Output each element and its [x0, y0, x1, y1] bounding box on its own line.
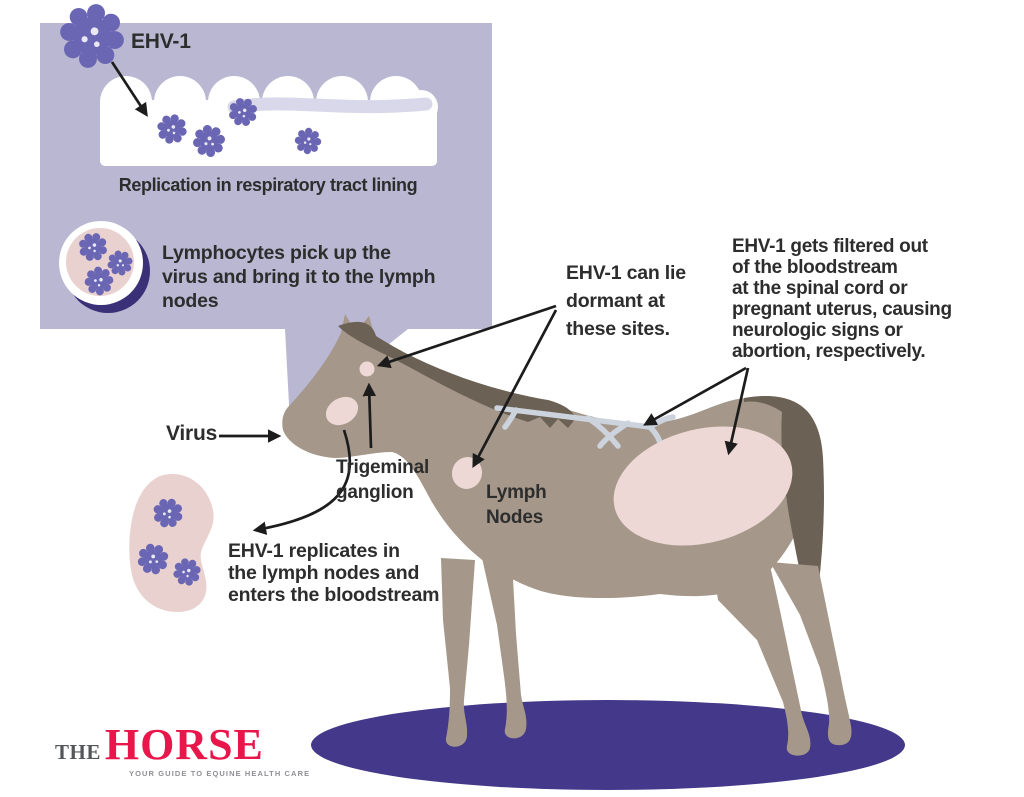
arrow-filtered-to-spine — [643, 366, 747, 426]
horse-foreleg-far — [482, 558, 527, 739]
logo-the: THE — [55, 740, 101, 764]
ground-shadow — [311, 700, 905, 790]
muzzle-infection-spot — [325, 396, 359, 426]
replicates-caption: EHV-1 replicates in the lymph nodes and … — [228, 540, 440, 606]
trigeminal-ganglion-spot — [359, 361, 375, 377]
arrow-trigeminal-label — [362, 382, 377, 449]
lymphocytes-caption: Lymphocytes pick up the virus and bring … — [162, 242, 436, 312]
replication-caption: Replication in respiratory tract lining — [118, 175, 418, 195]
the-horse-logo: THE HORSE — [55, 723, 264, 767]
ehv1-label: EHV-1 — [131, 30, 191, 53]
lymphocyte-icon — [59, 221, 150, 313]
arrow-ehv1-to-lining — [110, 61, 148, 117]
horse-foreleg-near — [441, 558, 475, 747]
virus-label: Virus — [166, 422, 218, 445]
arrow-dormant-to-ganglion — [376, 304, 557, 369]
mucus-streak — [227, 97, 433, 114]
uterus-spot — [613, 426, 793, 546]
dormant-caption: EHV-1 can lie dormant at these sites. — [566, 262, 686, 340]
arrow-muzzle-to-blob — [252, 429, 352, 535]
arrows — [110, 61, 750, 535]
arrow-filtered-to-uterus — [724, 367, 750, 456]
trigeminal-label: Trigeminal ganglion — [336, 457, 430, 503]
lymph-nodes-label: Lymph Nodes — [486, 482, 547, 528]
horse-hindleg-near — [712, 558, 811, 756]
logo-horse: HORSE — [104, 720, 264, 769]
horse-illustration — [282, 314, 852, 756]
respiratory-lining-band — [100, 76, 438, 166]
horse-mane — [338, 321, 576, 428]
filtered-caption: EHV-1 gets filtered out of the bloodstre… — [732, 236, 952, 362]
arrow-dormant-to-node — [472, 309, 558, 468]
horse-hindleg-far — [770, 562, 852, 746]
lymph-node-blob — [129, 474, 214, 613]
logo-tagline: YOUR GUIDE TO EQUINE HEALTH CARE — [129, 769, 311, 778]
